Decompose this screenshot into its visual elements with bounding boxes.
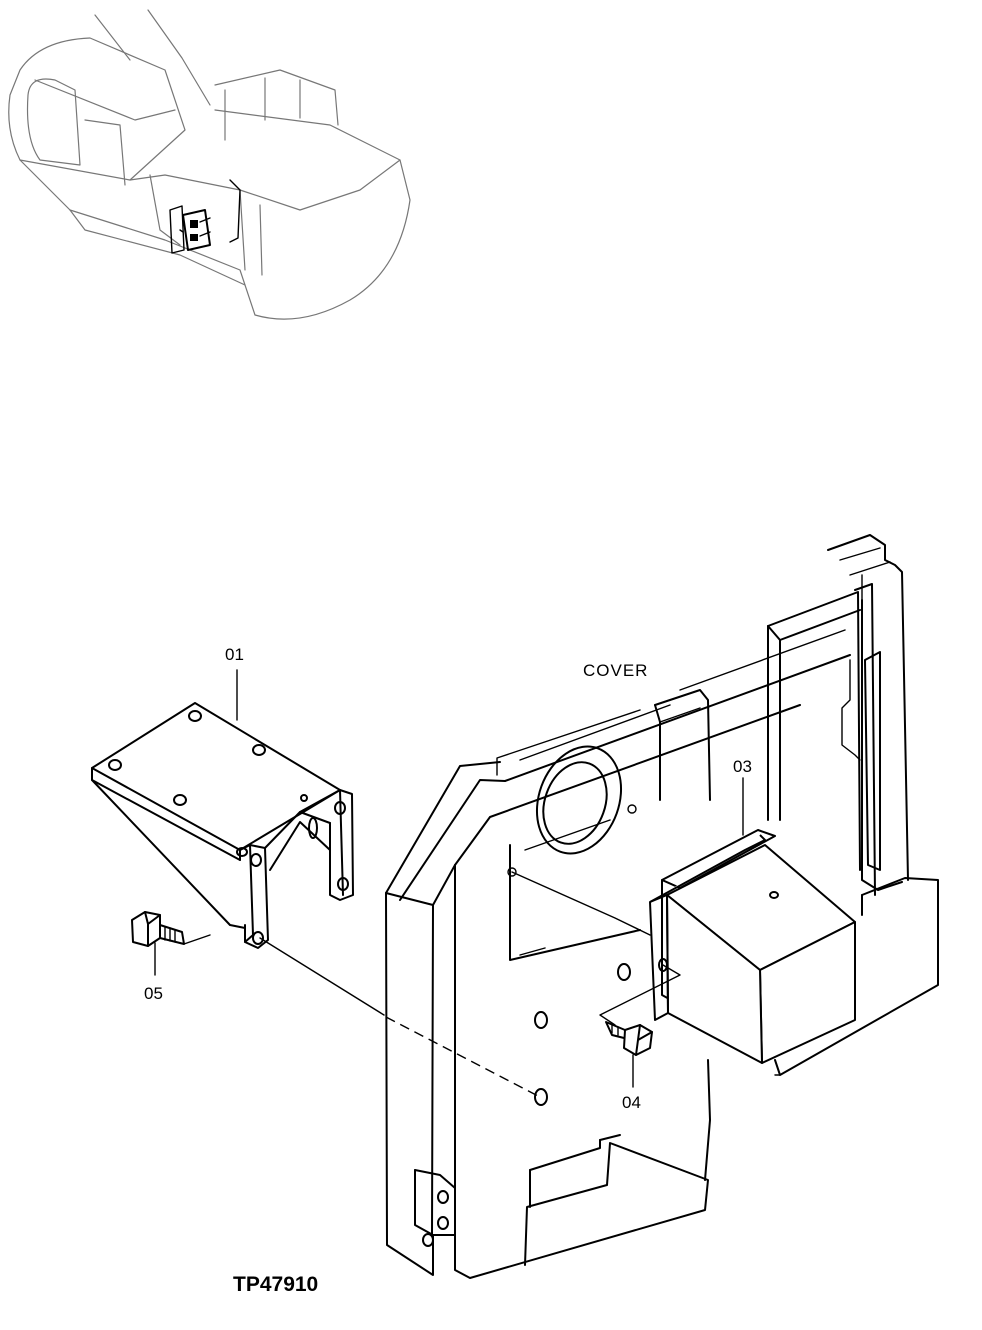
- cover-label: COVER: [583, 661, 648, 680]
- cover-panel: [385, 534, 939, 1279]
- callout-04: 04: [622, 1093, 641, 1112]
- assembly-lines: [154, 669, 744, 1098]
- machine-overview-sketch: [8, 9, 411, 320]
- box-part-03: [649, 829, 856, 1064]
- bracket-part-01: [91, 702, 354, 949]
- bolt-part-05: [131, 911, 185, 947]
- callout-05: 05: [144, 984, 163, 1003]
- drawing-code: TP47910: [233, 1273, 318, 1296]
- callout-03: 03: [733, 757, 752, 776]
- bolt-part-04: [605, 1021, 653, 1056]
- callout-01: 01: [225, 645, 244, 664]
